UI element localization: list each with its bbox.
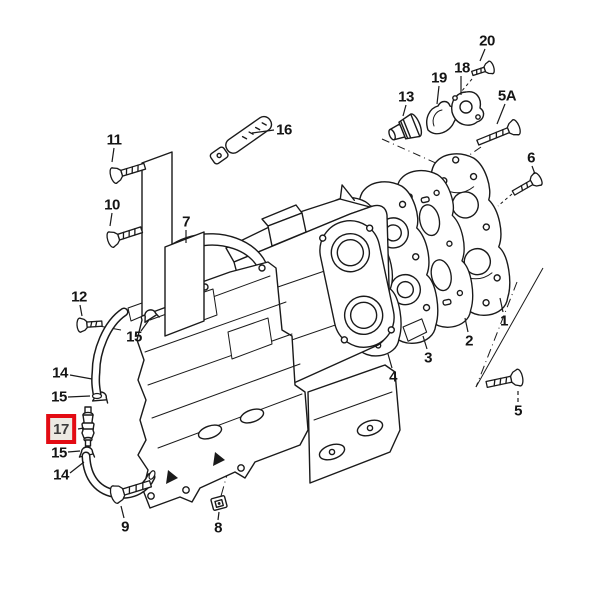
callout-5A[interactable]: 5A [497,87,517,105]
leader-line-17 [77,427,85,430]
part-17-fitting-drawing [81,406,95,447]
callout-3[interactable]: 3 [424,349,432,367]
leader-line-10 [109,212,113,227]
part-lower-pan-drawing [307,364,401,484]
leader-line-13 [402,104,407,117]
callout-11[interactable]: 11 [106,131,122,149]
callout-9[interactable]: 9 [121,518,129,536]
leader-line-15a [140,319,150,332]
leader-line-2 [464,317,469,333]
callout-13[interactable]: 13 [398,88,414,106]
callout-18[interactable]: 18 [454,59,470,77]
part-8-plug-drawing [210,495,228,511]
part-15a-clamp-drawing [144,309,160,323]
callout-19[interactable]: 19 [431,69,447,87]
leader-line-1 [499,297,504,313]
leader-line-9 [120,505,125,519]
callout-15c[interactable]: 15 [51,444,67,462]
part-13-thermostat-drawing [388,113,423,141]
callout-10[interactable]: 10 [104,196,120,214]
callout-5[interactable]: 5 [514,402,522,420]
part-5a-bolt-drawing [476,119,521,146]
callout-14a[interactable]: 14 [52,364,68,382]
part-16-pin-drawing [209,115,273,165]
part-5-bolt-drawing [485,368,524,389]
leader-line-3 [422,335,428,350]
leader-line-8 [217,511,220,521]
leader-line-15b [67,395,91,398]
callout-14b[interactable]: 14 [53,466,69,484]
fasteners [76,60,543,504]
leader-line-6 [531,165,536,175]
callout-15b[interactable]: 15 [51,388,67,406]
callout-4[interactable]: 4 [389,368,397,386]
callout-1[interactable]: 1 [500,312,508,330]
part-20-bolt-drawing [471,60,495,77]
callout-leader-lines [67,48,536,521]
leader-line-5A [496,103,506,125]
leader-line-12 [79,304,83,317]
part-12-bolt-drawing [76,317,103,333]
callout-7[interactable]: 7 [182,213,190,231]
part-10-bolt-drawing [106,226,144,248]
leader-line-4 [387,353,393,369]
part-9-bolt-drawing [109,480,153,504]
callout-17[interactable]: 17 [46,414,76,444]
callout-6[interactable]: 6 [527,149,535,167]
callout-12[interactable]: 12 [71,288,87,306]
part-19-bracket-drawing [426,100,457,135]
callout-2[interactable]: 2 [465,332,473,350]
part-18-cover-drawing [451,91,485,126]
leader-line-16 [251,129,275,134]
leader-line-15c [67,450,81,453]
leader-line-14a [69,374,93,380]
callout-16[interactable]: 16 [276,121,292,139]
leader-line-11 [111,147,115,163]
callout-20[interactable]: 20 [479,32,495,50]
part-11-bolt-drawing [109,162,147,184]
leader-line-19 [436,85,440,105]
callout-8[interactable]: 8 [214,519,222,537]
part-7-plate-drawing [141,151,205,337]
leader-line-14b [69,461,85,474]
callout-15a[interactable]: 15 [126,328,142,346]
leader-line-20 [479,48,486,62]
